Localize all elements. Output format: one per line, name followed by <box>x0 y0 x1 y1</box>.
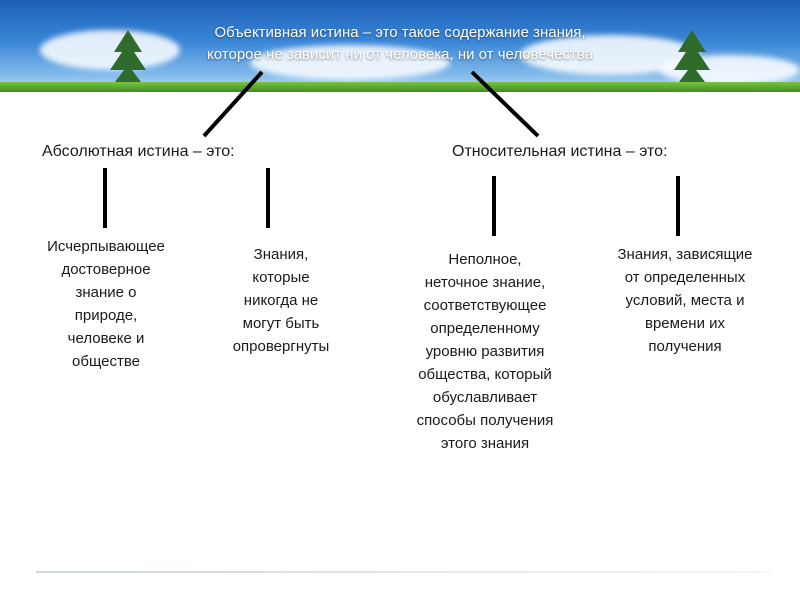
text-line: уровню развития <box>425 343 545 360</box>
text-line: этого знания <box>440 435 530 452</box>
text-line: опровергнуты <box>232 338 330 355</box>
text-line: соответствующее <box>423 297 547 314</box>
text-line: обществе <box>72 353 140 370</box>
cloud-shape <box>40 30 180 70</box>
absolute-definition-box: Исчерпывающее достоверное знание о приро… <box>12 235 200 373</box>
relative-truth-heading: Относительная истина – это: <box>452 143 668 160</box>
text-line: никогда не <box>243 292 319 309</box>
relative-conditions-box: Знания, зависящие от определенных услови… <box>585 243 785 358</box>
text-line: Знания, <box>253 246 309 263</box>
text-line: от определенных <box>624 269 746 286</box>
connector-main-right <box>470 70 540 138</box>
text-line: природе, <box>74 307 138 324</box>
text-line: Неполное, <box>448 251 522 268</box>
text-line: могут быть <box>242 315 320 332</box>
text-line: Знания, зависящие <box>617 246 753 263</box>
text-line: способы получения <box>416 412 554 429</box>
text-line: неточное знание, <box>424 274 546 291</box>
text-line: общества, который <box>418 366 552 383</box>
grass-strip <box>0 82 800 92</box>
main-definition: Объективная истина – это такое содержани… <box>0 22 800 66</box>
text-line: которые <box>252 269 310 286</box>
text-line: определенному <box>430 320 540 337</box>
text-line: знание о <box>75 284 137 301</box>
text-line: достоверное <box>61 261 151 278</box>
header-banner: Объективная истина – это такое содержани… <box>0 0 800 92</box>
text-line: времени их <box>644 315 726 332</box>
text-line: условий, места и <box>625 292 745 309</box>
cloud-shape <box>250 45 450 80</box>
absolute-truth-heading: Абсолютная истина – это: <box>42 143 235 160</box>
text-line: Исчерпывающее <box>47 238 165 255</box>
text-line: обуславливает <box>432 389 538 406</box>
relative-definition-box: Неполное, неточное знание, соответствующ… <box>385 248 585 455</box>
absolute-irrefutable-box: Знания, которые никогда не могут быть оп… <box>206 243 356 358</box>
footer-divider <box>36 571 770 573</box>
connector-main-left <box>202 70 264 138</box>
text-line: человеке и <box>67 330 145 347</box>
definition-line-2: которое не зависит ни от человека, ни от… <box>207 46 593 63</box>
text-line: получения <box>648 338 722 355</box>
definition-line-1: Объективная истина – это такое содержани… <box>214 24 586 41</box>
